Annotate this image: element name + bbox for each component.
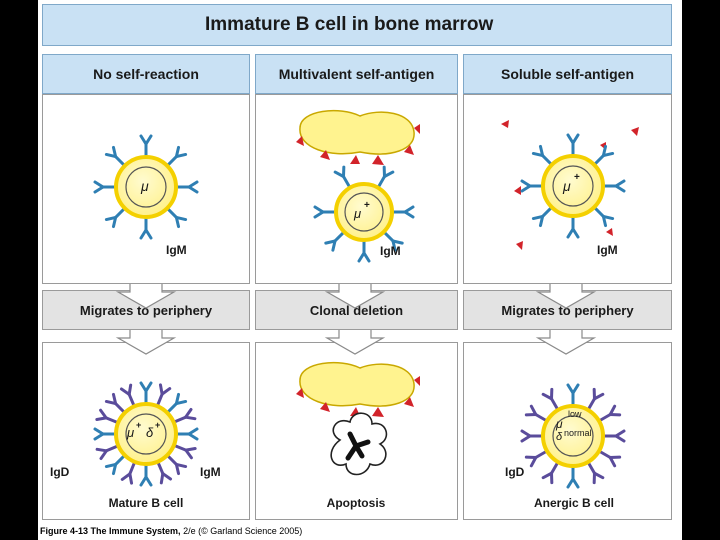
cell-marker-left: μ xyxy=(141,178,149,194)
mature-marker-delta-sup: + xyxy=(155,420,161,430)
caption-figure: Figure 4-13 xyxy=(40,526,89,536)
page-title: Immature B cell in bone marrow xyxy=(205,14,494,35)
arrow-down-icon xyxy=(326,329,384,355)
cell-marker-right-sup: + xyxy=(574,172,580,183)
arrow-down-icon xyxy=(117,283,175,309)
b-cell-anergic xyxy=(520,383,626,489)
b-cell-soluble xyxy=(520,133,626,239)
outcome-anergic: Anergic B cell xyxy=(533,496,615,510)
mature-marker-delta: δ xyxy=(146,425,154,440)
anergic-marker-normal: normal xyxy=(564,428,592,438)
igm-label-bottom-left: IgM xyxy=(200,465,221,479)
self-membrane-top xyxy=(296,109,420,165)
column-header-no-self-reaction: No self-reaction xyxy=(42,54,250,94)
figure-caption: Figure 4-13 The Immune System, 2/e (© Ga… xyxy=(40,526,302,536)
cell-marker-middle-sup: + xyxy=(364,200,370,211)
b-cell-no-self-reaction xyxy=(93,134,199,240)
cell-marker-middle: μ xyxy=(354,206,362,221)
b-cell-mature xyxy=(93,381,199,487)
stage-label-right: Migrates to periphery xyxy=(463,290,672,330)
igm-label-middle: IgM xyxy=(380,244,401,258)
igm-label-left: IgM xyxy=(166,243,187,257)
outcome-mature: Mature B cell xyxy=(108,496,184,510)
igm-label-right: IgM xyxy=(597,243,618,257)
anergic-marker-delta: δ xyxy=(556,431,563,443)
igd-label-right: IgD xyxy=(505,465,525,479)
self-membrane-bottom xyxy=(296,361,420,417)
apoptotic-cell xyxy=(330,412,388,476)
outcome-apoptosis: Apoptosis xyxy=(326,496,386,510)
arrow-down-icon xyxy=(537,329,595,355)
igd-label-left: IgD xyxy=(50,465,70,479)
anergic-marker-low: low xyxy=(568,409,582,419)
mature-marker-mu-sup: + xyxy=(136,420,142,430)
arrow-down-icon xyxy=(537,283,595,309)
cell-marker-right: μ xyxy=(563,178,571,194)
soluble-antigen-particles xyxy=(501,120,639,250)
caption-book: The Immune System, xyxy=(90,526,181,536)
anergic-marker-mu: μ xyxy=(556,417,563,431)
column-header-multivalent: Multivalent self-antigen xyxy=(255,54,458,94)
mature-marker-mu: μ xyxy=(127,425,135,440)
caption-rest: 2/e (© Garland Science 2005) xyxy=(183,526,303,536)
arrow-down-icon xyxy=(117,329,175,355)
column-header-soluble: Soluble self-antigen xyxy=(463,54,672,94)
b-cell-multivalent xyxy=(313,165,415,263)
title-bar: Immature B cell in bone marrow xyxy=(42,4,672,46)
arrow-down-icon xyxy=(326,283,384,309)
